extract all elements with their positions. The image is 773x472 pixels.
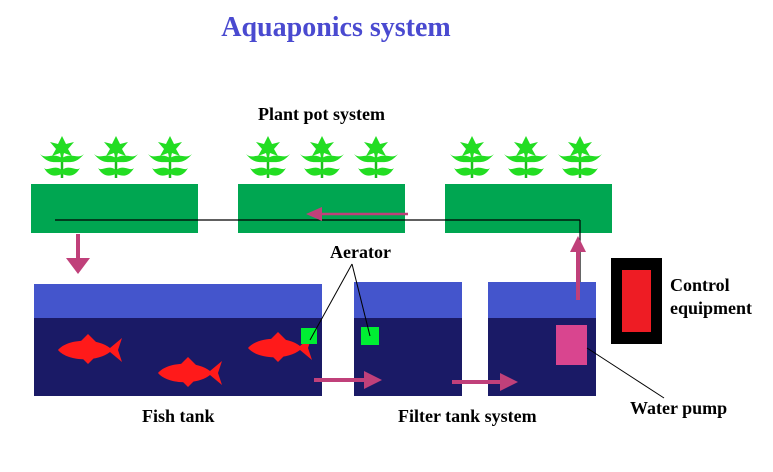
arrow-left-icon xyxy=(306,207,408,221)
plant-icon xyxy=(244,134,292,180)
plant-icon xyxy=(556,134,604,180)
control-equipment-label-line1: Control xyxy=(670,275,730,295)
plant-icon xyxy=(146,134,194,180)
water-pump-label: Water pump xyxy=(630,398,728,418)
arrow-up-icon xyxy=(570,236,586,300)
water-pump-pointer-line xyxy=(586,347,665,399)
fish-tank-label: Fish tank xyxy=(142,406,215,426)
plant-icon xyxy=(298,134,346,180)
fish-tank-surface xyxy=(34,284,322,318)
aerator-pointer-line xyxy=(351,263,371,337)
arrow-right-icon xyxy=(452,373,518,391)
control-equipment-panel xyxy=(622,270,651,332)
filter-tank-surface xyxy=(354,282,462,318)
plant-icon xyxy=(448,134,496,180)
plant-bed-left xyxy=(31,184,198,233)
aerator-pointer-line xyxy=(309,263,353,341)
plant-icon xyxy=(502,134,550,180)
plant-icon xyxy=(352,134,400,180)
control-equipment-label-line2: equipment xyxy=(670,298,753,318)
aerator-label: Aerator xyxy=(330,242,391,262)
plant-bed-right xyxy=(445,184,612,233)
arrow-right-icon xyxy=(314,371,382,389)
plant-pot-system-label: Plant pot system xyxy=(258,104,385,124)
plant-icon xyxy=(92,134,140,180)
diagram-title: Aquaponics system xyxy=(221,12,451,43)
arrow-down-icon xyxy=(66,234,90,274)
filter-tank-system-label: Filter tank system xyxy=(398,406,537,426)
plant-icon xyxy=(38,134,86,180)
water-pump xyxy=(556,325,587,365)
aerator-fish-tank xyxy=(301,328,317,344)
